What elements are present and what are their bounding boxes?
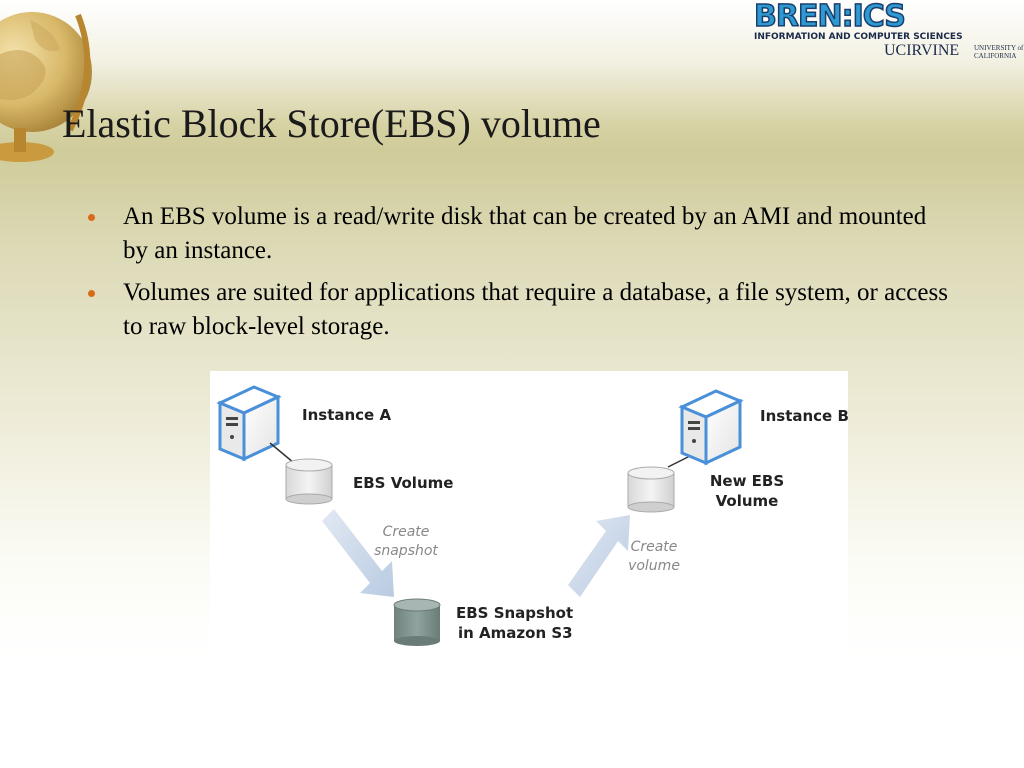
instance-b-label: Instance B	[760, 407, 848, 425]
logo-subtitle: INFORMATION AND COMPUTER SCIENCES	[754, 32, 963, 42]
bren-ics-logo: BREN:ICS INFORMATION AND COMPUTER SCIENC…	[748, 0, 1024, 66]
new-ebs-volume-label-line1: New EBS	[709, 472, 785, 490]
diagram-graphics	[216, 385, 744, 646]
create-snapshot-label: Create snapshot	[374, 524, 438, 559]
bullet-item: An EBS volume is a read/write disk that …	[88, 200, 948, 268]
slide-title: Elastic Block Store(EBS) volume	[62, 101, 601, 146]
bullet-icon	[88, 290, 95, 297]
instance-a-label: Instance A	[302, 406, 392, 424]
ebs-volume-label: EBS Volume	[353, 474, 454, 492]
bullet-icon	[88, 214, 95, 221]
logo-wordmark: BREN:ICS	[753, 0, 906, 34]
globe-icon	[0, 12, 92, 162]
server-icon	[678, 389, 744, 466]
ebs-snapshot-label-line2: in Amazon S3	[458, 624, 573, 642]
disk-icon	[627, 466, 675, 513]
ebs-diagram: Instance A EBS Volume Create snapshot EB…	[210, 371, 848, 656]
logo-uc: UNIVERSITY of CALIFORNIA	[974, 44, 1024, 60]
create-volume-label: Create volume	[628, 539, 680, 574]
arrow-up-right-icon	[568, 515, 630, 597]
arrow-down-right-icon	[322, 509, 394, 597]
new-ebs-volume-label-line2: Volume	[715, 492, 779, 510]
logo-uci: UCIRVINE	[884, 42, 960, 59]
server-icon	[216, 385, 282, 462]
snapshot-disk-icon	[393, 598, 441, 646]
bullet-list: An EBS volume is a read/write disk that …	[88, 200, 948, 352]
bullet-text: An EBS volume is a read/write disk that …	[123, 203, 927, 264]
ebs-snapshot-label-line1: EBS Snapshot	[456, 604, 574, 622]
bullet-text: Volumes are suited for applications that…	[123, 279, 948, 340]
disk-icon	[285, 458, 333, 505]
bullet-item: Volumes are suited for applications that…	[88, 276, 948, 344]
